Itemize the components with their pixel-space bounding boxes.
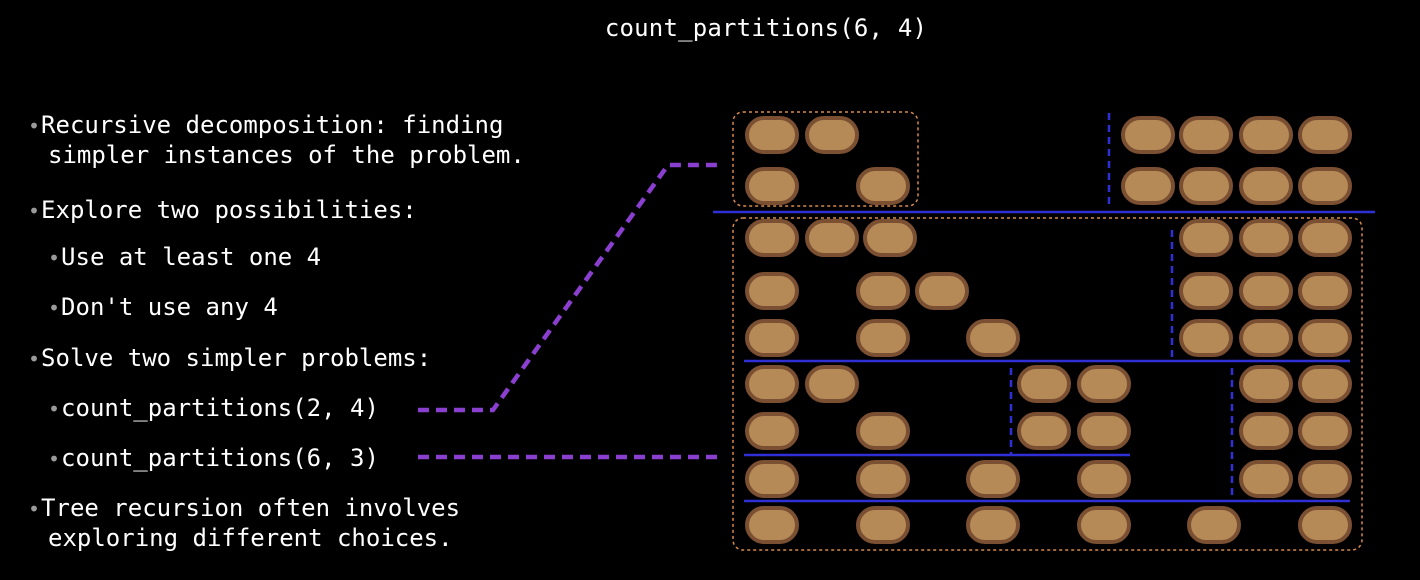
bullet-text: simpler instances of the problem. bbox=[48, 141, 525, 169]
partition-piece bbox=[1298, 460, 1352, 498]
partition-piece bbox=[1239, 412, 1293, 450]
bullet-dot: • bbox=[48, 397, 61, 421]
partition-piece bbox=[856, 412, 910, 450]
bullet-text: Recursive decomposition: finding bbox=[41, 111, 504, 139]
sub-bullet-item: •Use at least one 4 bbox=[48, 242, 321, 273]
partition-piece bbox=[745, 319, 799, 357]
partition-piece bbox=[745, 460, 799, 498]
partition-piece bbox=[745, 412, 799, 450]
bullet-text: Solve two simpler problems: bbox=[41, 344, 432, 372]
bullet-item-continuation: exploring different choices. bbox=[48, 523, 453, 553]
partition-piece bbox=[745, 167, 799, 205]
partition-piece bbox=[1298, 116, 1352, 154]
no-4-subproblem-box bbox=[732, 217, 1363, 551]
sub-bullet-item: •count_partitions(6, 3) bbox=[48, 443, 379, 474]
partition-piece bbox=[745, 272, 799, 310]
partition-piece bbox=[1179, 219, 1233, 257]
partition-piece bbox=[856, 167, 910, 205]
partition-piece bbox=[1077, 412, 1131, 450]
sub-bullet-item: •Don't use any 4 bbox=[48, 292, 278, 323]
bullet-dot: • bbox=[48, 246, 61, 270]
partition-piece bbox=[1239, 167, 1293, 205]
bullet-text: exploring different choices. bbox=[48, 524, 453, 552]
partition-piece bbox=[1239, 460, 1293, 498]
partition-piece bbox=[1298, 272, 1352, 310]
partition-piece bbox=[1298, 412, 1352, 450]
bullet-dot: • bbox=[28, 114, 41, 138]
partition-piece bbox=[856, 460, 910, 498]
bullet-text: count_partitions(6, 3) bbox=[61, 444, 379, 472]
bullet-dot: • bbox=[28, 497, 41, 521]
partition-piece bbox=[805, 365, 859, 403]
partition-piece bbox=[1239, 272, 1293, 310]
partition-piece bbox=[745, 116, 799, 154]
bullet-item: •Solve two simpler problems: bbox=[28, 343, 431, 374]
sub-bullet-item: •count_partitions(2, 4) bbox=[48, 393, 379, 424]
partition-piece bbox=[745, 506, 799, 544]
slide-title: count_partitions(6, 4) bbox=[604, 14, 928, 42]
partition-piece bbox=[1017, 365, 1071, 403]
bullet-item: •Tree recursion often involves bbox=[28, 493, 460, 524]
partition-piece bbox=[1298, 219, 1352, 257]
partition-piece bbox=[1239, 365, 1293, 403]
partition-piece bbox=[1298, 365, 1352, 403]
partition-piece bbox=[1077, 365, 1131, 403]
partition-piece bbox=[856, 319, 910, 357]
partition-piece bbox=[1121, 167, 1175, 205]
partition-piece bbox=[915, 272, 969, 310]
pill-layer bbox=[745, 116, 1352, 544]
partition-piece bbox=[856, 272, 910, 310]
partition-piece bbox=[745, 365, 799, 403]
partition-piece bbox=[1298, 319, 1352, 357]
bullet-item: •Recursive decomposition: finding bbox=[28, 110, 503, 141]
partition-piece bbox=[1077, 506, 1131, 544]
partition-piece bbox=[1017, 412, 1071, 450]
partition-piece bbox=[1239, 319, 1293, 357]
partition-piece bbox=[805, 116, 859, 154]
bullet-text: Explore two possibilities: bbox=[41, 196, 417, 224]
partition-piece bbox=[1298, 167, 1352, 205]
partition-piece bbox=[856, 506, 910, 544]
partition-piece bbox=[1239, 116, 1293, 154]
partition-piece bbox=[1239, 219, 1293, 257]
bullet-dot: • bbox=[48, 447, 61, 471]
partition-piece bbox=[1179, 116, 1233, 154]
bullet-text: count_partitions(2, 4) bbox=[61, 394, 379, 422]
partition-piece bbox=[966, 319, 1020, 357]
use-4-subproblem-box bbox=[732, 111, 919, 207]
partition-piece bbox=[805, 219, 859, 257]
partition-piece bbox=[1179, 167, 1233, 205]
partition-piece bbox=[1179, 272, 1233, 310]
partition-piece bbox=[966, 460, 1020, 498]
bullet-dot: • bbox=[28, 347, 41, 371]
partition-piece bbox=[966, 506, 1020, 544]
bullet-text: Tree recursion often involves bbox=[41, 494, 461, 522]
partition-piece bbox=[1187, 506, 1241, 544]
partition-piece bbox=[1077, 460, 1131, 498]
bullet-item: •Explore two possibilities: bbox=[28, 195, 417, 226]
partition-piece bbox=[1121, 116, 1175, 154]
bullet-dot: • bbox=[28, 199, 41, 223]
partition-piece bbox=[1298, 506, 1352, 544]
bullet-text: Use at least one 4 bbox=[61, 243, 322, 271]
connector-count-partitions-2-4 bbox=[418, 162, 722, 413]
partition-piece bbox=[863, 219, 917, 257]
bullet-text: Don't use any 4 bbox=[61, 293, 278, 321]
bullet-dot: • bbox=[48, 296, 61, 320]
partition-piece bbox=[1179, 319, 1233, 357]
bullet-item-continuation: simpler instances of the problem. bbox=[48, 140, 525, 170]
partition-piece bbox=[745, 219, 799, 257]
